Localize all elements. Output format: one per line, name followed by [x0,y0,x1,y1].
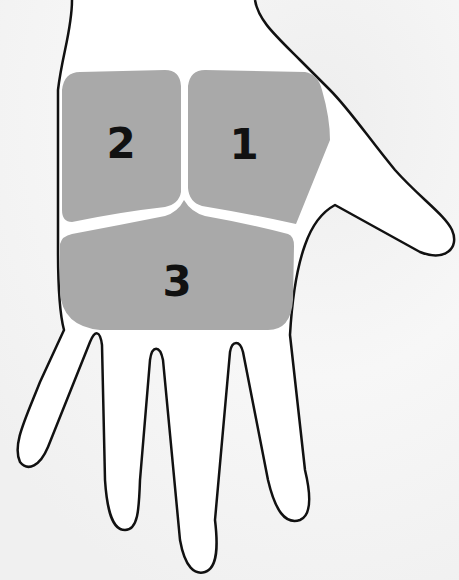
hand-region: 3 [58,196,296,332]
region-fill [62,70,181,222]
callout-number: 1 [229,124,258,166]
region-fill [60,200,294,330]
hand-region: 2 [58,68,184,224]
callout-number: 2 [106,123,135,165]
callout-number: 3 [162,261,191,303]
hand-region: 1 [186,68,334,230]
hand-outline [18,0,455,573]
region-shape [186,68,334,230]
region-fill [188,70,330,224]
